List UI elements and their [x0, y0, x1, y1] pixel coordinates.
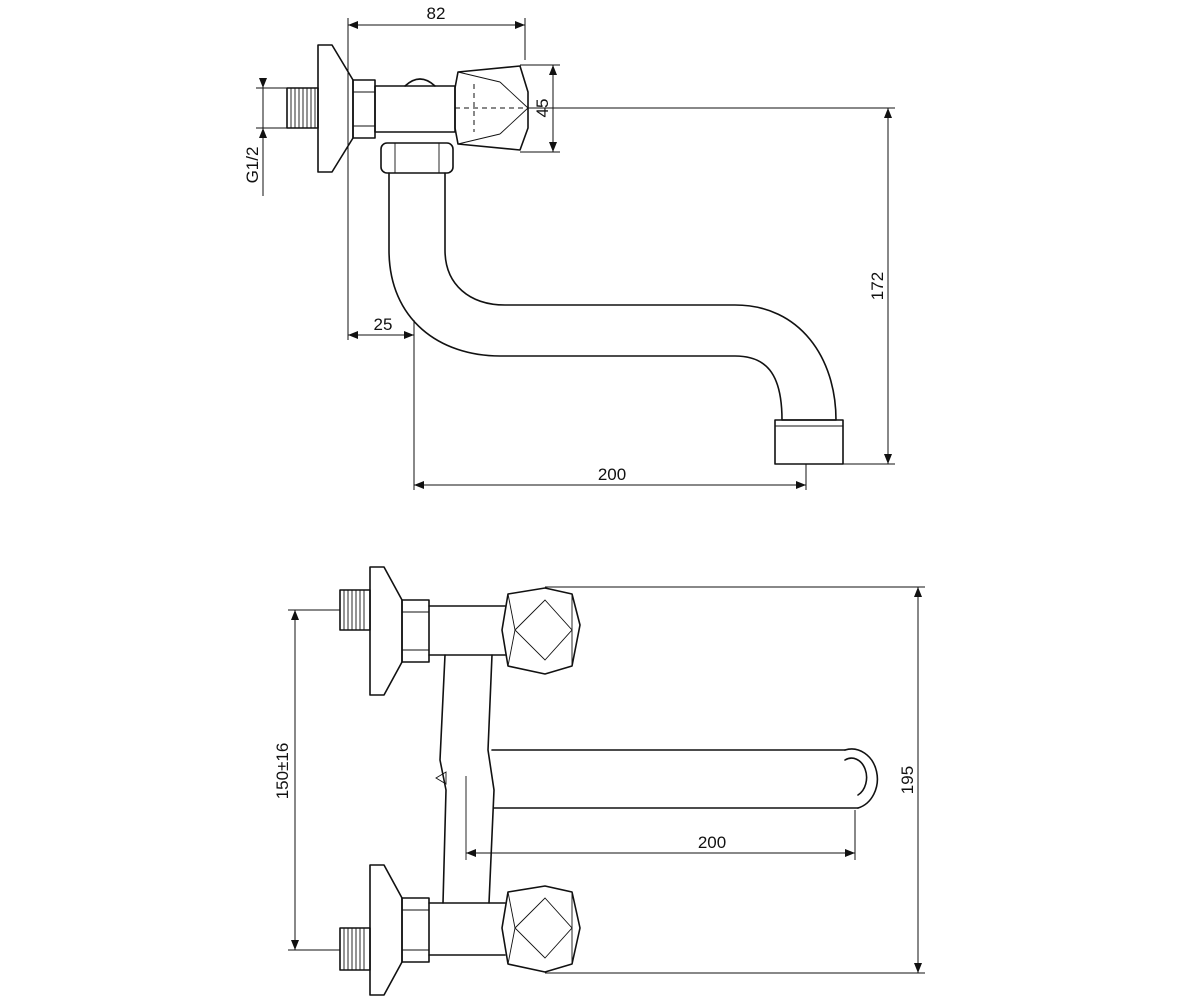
- dim-label-thread: G1/2: [243, 147, 262, 184]
- dimension-25: 25: [347, 60, 415, 490]
- spout-pipe: [388, 172, 837, 421]
- dimension-82: 82: [347, 4, 526, 60]
- upper-inlet: [339, 566, 430, 696]
- dimension-200-front: 200: [466, 810, 856, 860]
- dim-label-150: 150±16: [273, 743, 292, 800]
- dimension-45: 45: [520, 64, 560, 153]
- dim-label-200-front: 200: [698, 833, 726, 852]
- threaded-inlet: [286, 87, 319, 129]
- side-view: 82 45 G1/2 172: [243, 4, 895, 490]
- dimension-200-side: 200: [414, 464, 807, 490]
- upper-handle: [501, 587, 581, 675]
- dimension-195: 195: [545, 586, 925, 974]
- dim-label-25: 25: [374, 315, 393, 334]
- hex-nut: [352, 79, 376, 139]
- dimension-thread: G1/2: [243, 78, 287, 196]
- spout-aerator: [774, 419, 844, 465]
- lower-handle: [501, 885, 581, 973]
- dim-label-200-side: 200: [598, 465, 626, 484]
- valve-body: [374, 78, 456, 133]
- dim-label-82: 82: [427, 4, 446, 23]
- mixer-body: [439, 654, 447, 904]
- front-view: 195 150±16 200: [273, 566, 925, 996]
- dim-label-172: 172: [868, 272, 887, 300]
- dim-label-195: 195: [898, 766, 917, 794]
- lower-inlet: [339, 864, 430, 996]
- valve-handle: [454, 65, 529, 151]
- union-nut: [380, 142, 454, 174]
- dimension-150: 150±16: [273, 609, 340, 951]
- dimension-172: 172: [528, 107, 895, 465]
- front-spout: [491, 748, 879, 809]
